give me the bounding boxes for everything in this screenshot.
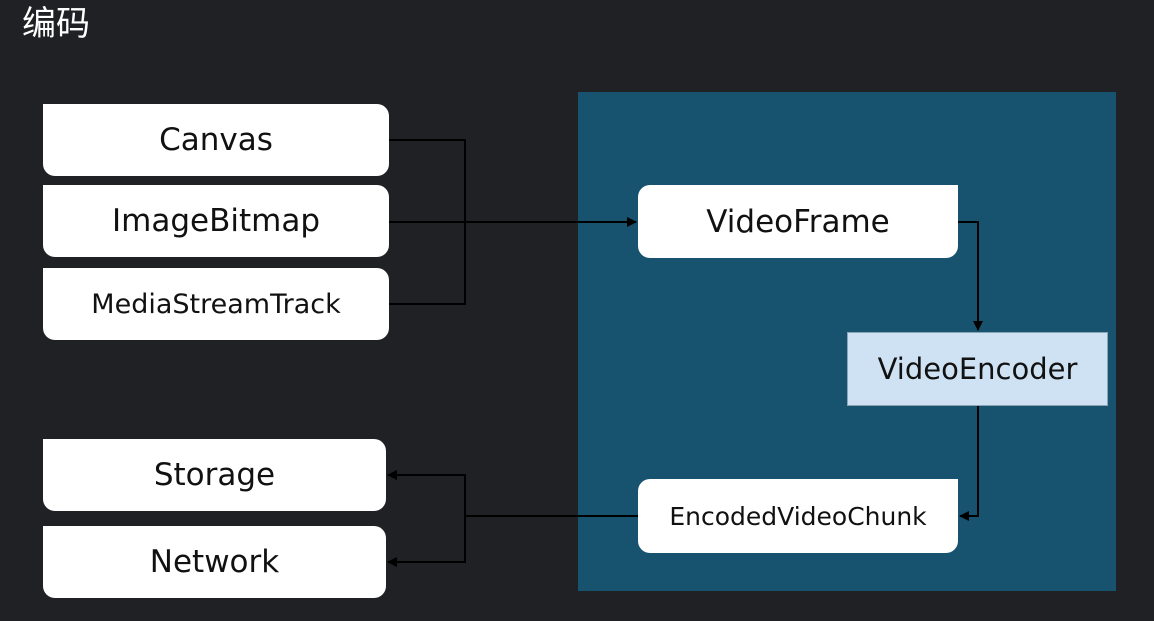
encoder-to-chunk-arrow bbox=[959, 406, 979, 521]
encodedvideochunk-node: EncodedVideoChunk bbox=[638, 479, 958, 553]
imagebitmap-node: ImageBitmap bbox=[43, 185, 389, 257]
videoframe-to-encoder-arrow bbox=[958, 221, 983, 331]
storage-node: Storage bbox=[43, 439, 386, 511]
to-network-arrow bbox=[387, 516, 466, 567]
network-node: Network bbox=[43, 526, 386, 598]
canvas-node: Canvas bbox=[43, 104, 389, 176]
page-title: 编码 bbox=[22, 4, 90, 44]
canvas-connector bbox=[389, 139, 466, 222]
to-storage-arrow bbox=[387, 470, 466, 516]
videoencoder-node: VideoEncoder bbox=[847, 332, 1108, 406]
track-connector bbox=[389, 222, 466, 305]
videoframe-node: VideoFrame bbox=[638, 185, 958, 258]
mediastreamtrack-node: MediaStreamTrack bbox=[43, 268, 389, 340]
